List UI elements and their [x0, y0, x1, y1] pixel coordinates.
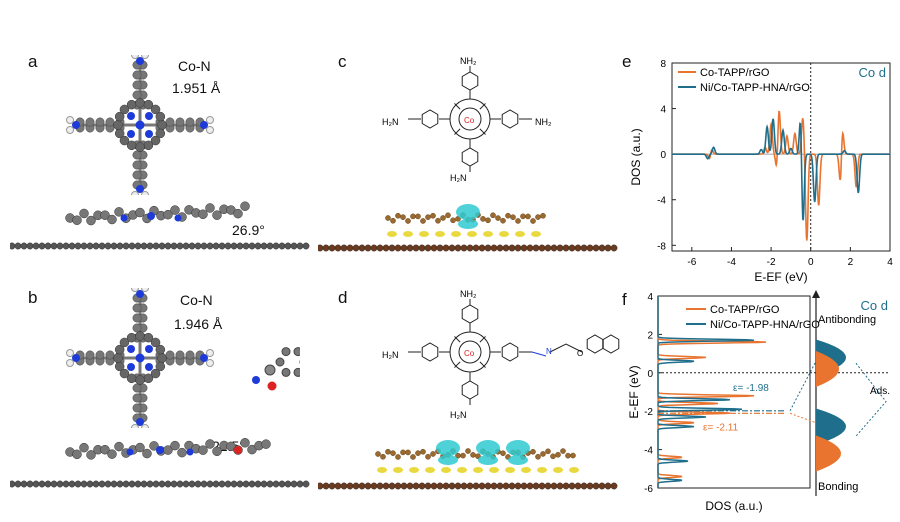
e-legend-label-1: Ni/Co-TAPP-HNA/rGO — [700, 82, 810, 94]
b-molecule-side-view — [10, 438, 310, 488]
b-bond-length: 1.946 Å — [174, 316, 223, 332]
d-nh2-top: NH₂ — [460, 289, 477, 299]
e-xlabel: E-EF (eV) — [754, 270, 807, 284]
d-o-atom: O — [577, 349, 583, 358]
e-ytick-label: 0 — [660, 150, 666, 161]
f-antibonding-lobe-2 — [816, 350, 839, 387]
f-ads-label: Ads. — [870, 386, 890, 397]
e-ylabel: DOS (a.u.) — [629, 128, 643, 185]
f-energy-arrow — [812, 290, 820, 298]
d-h2n-left: H₂N — [382, 350, 399, 360]
f-dband-label-0: ε= -1.98 — [733, 383, 769, 394]
f-ytick-label: -6 — [644, 484, 653, 495]
f-bonding-lobe-1 — [816, 408, 846, 445]
e-legend-label-0: Co-TAPP/rGO — [700, 67, 770, 79]
panel-label-f: f — [622, 290, 627, 309]
e-series-1 — [672, 118, 890, 221]
f-bonding-lobe-2 — [816, 435, 841, 472]
f-legend-label-0: Co-TAPP/rGO — [710, 304, 780, 316]
chart-e: -6 -4 -2 0 2 4 -8 -4 0 4 8Co-TAPP/rGO Ni/Co-TAPP-HN… — [629, 59, 893, 284]
d-n-atom: N — [546, 347, 552, 356]
e-plot-frame — [671, 62, 891, 252]
d-charge-density-view — [318, 440, 618, 490]
e-ytick-label: 4 — [660, 105, 666, 116]
b-molecule-top-view — [66, 288, 300, 428]
e-ytick-label: 8 — [660, 59, 666, 70]
f-ytick-label: 4 — [647, 292, 653, 303]
f-series-1 — [657, 296, 755, 488]
panel-label-b: b — [28, 288, 38, 307]
c-h2n-left: H₂N — [382, 117, 399, 127]
panel-label-d: d — [338, 288, 348, 307]
f-dband-label-1: ε= -2.11 — [703, 422, 739, 433]
e-ytick-label: -8 — [657, 241, 666, 252]
e-xtick-label: -4 — [727, 257, 736, 268]
e-xtick-label: -2 — [767, 257, 776, 268]
panel-label-a: a — [28, 52, 38, 71]
d-chemical-structure: NH₂ H₂N H₂N Co N O — [382, 289, 620, 420]
f-ytick-label: -2 — [644, 407, 653, 418]
f-ytick-label: 2 — [647, 330, 653, 341]
c-nh2-right: NH₂ — [535, 117, 552, 127]
e-xtick-label: 2 — [848, 257, 854, 268]
chart-f: -6 -4 -2 0 2 4Co-TAPP/rGO Ni/Co-TAPP-HNA/rGO ε=… — [628, 290, 890, 513]
e-ytick-label: -4 — [657, 196, 666, 207]
e-xtick-label: -6 — [687, 257, 696, 268]
panel-label-c: c — [338, 52, 347, 71]
e-xtick-label: 4 — [887, 257, 893, 268]
a-tilt-angle: 26.9° — [232, 222, 265, 238]
a-bond-label: Co-N — [178, 58, 211, 74]
f-antibonding-label: Antibonding — [818, 314, 876, 326]
c-metal: Co — [464, 116, 475, 125]
e-xtick-label: 0 — [808, 257, 814, 268]
f-ytick-label: -4 — [644, 446, 653, 457]
f-ytick-label: 0 — [647, 369, 653, 380]
a-bond-length: 1.951 Å — [172, 80, 221, 96]
a-molecule-top-view — [66, 55, 214, 195]
b-bond-label: Co-N — [180, 292, 213, 308]
c-h2n-bottom: H₂N — [450, 173, 467, 183]
f-xlabel: DOS (a.u.) — [705, 499, 762, 513]
d-metal: Co — [464, 349, 475, 358]
a-molecule-side-view — [10, 201, 310, 250]
c-chemical-structure: NH₂ H₂N NH₂ H₂N Co — [382, 56, 552, 183]
f-title: Co d — [861, 298, 888, 313]
f-link-ni — [789, 361, 817, 412]
f-legend-label-1: Ni/Co-TAPP-HNA/rGO — [710, 319, 820, 331]
f-bonding-label: Bonding — [818, 481, 858, 493]
c-charge-density-view — [318, 204, 618, 252]
e-title: Co d — [859, 65, 886, 80]
c-nh2-top: NH₂ — [460, 56, 477, 66]
f-ads-link — [855, 362, 887, 437]
f-link-co — [789, 412, 817, 424]
panel-label-e: e — [622, 52, 632, 71]
f-ylabel: E-EF (eV) — [628, 365, 641, 418]
d-h2n-bottom: H₂N — [450, 410, 467, 420]
